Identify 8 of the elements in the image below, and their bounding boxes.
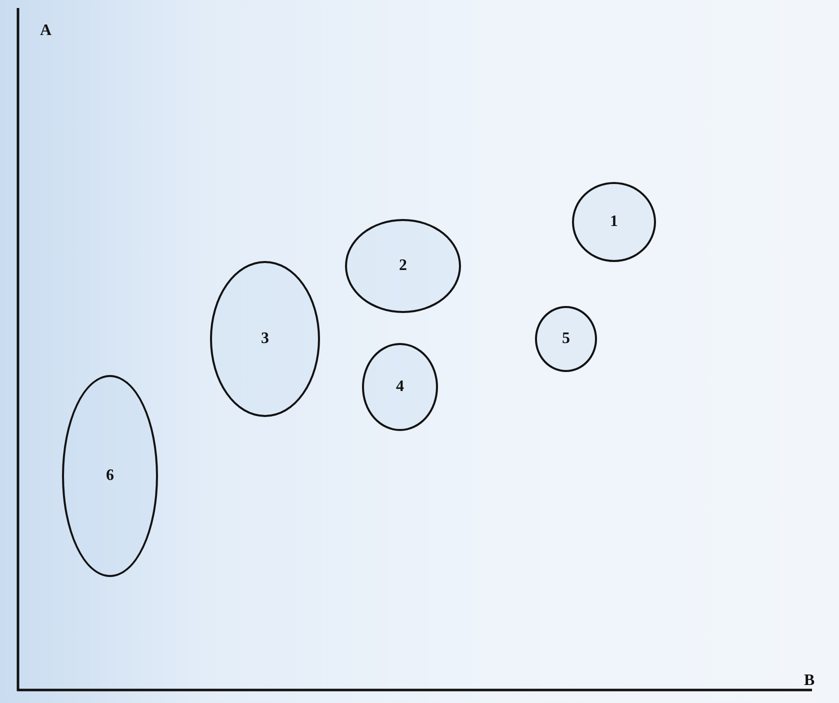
region-number: 5 xyxy=(562,330,570,348)
region-number: 2 xyxy=(399,257,407,275)
region-number: 4 xyxy=(396,378,404,396)
axis-label: B xyxy=(804,672,815,690)
region-number: 3 xyxy=(261,330,269,348)
region-number: 1 xyxy=(610,213,618,231)
axis-label: A xyxy=(40,22,52,40)
region-number: 6 xyxy=(106,467,114,485)
